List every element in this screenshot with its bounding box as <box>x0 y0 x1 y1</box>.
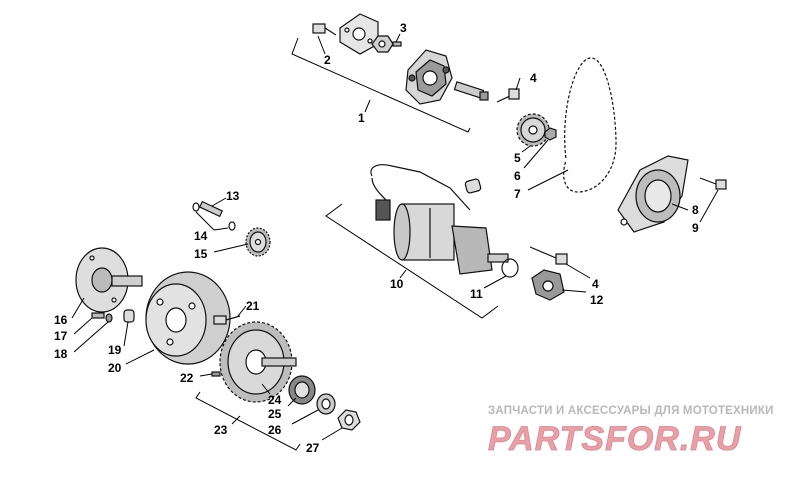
pump-cover-plate <box>339 13 379 55</box>
side-cover-part-8 <box>617 155 689 233</box>
bolt-part-9 <box>699 177 727 190</box>
callout-5: 5 <box>514 151 521 165</box>
callout-21: 21 <box>246 299 260 313</box>
callout-8: 8 <box>692 203 699 217</box>
callout-26: 26 <box>268 423 282 437</box>
callout-15: 15 <box>194 247 208 261</box>
pump-body <box>405 49 453 105</box>
bearing-part-12 <box>531 269 565 301</box>
timing-chain-part-7 <box>562 57 618 194</box>
starter-motor-part-10 <box>370 164 509 275</box>
callout-13: 13 <box>226 189 240 203</box>
oil-pump-group <box>312 13 557 147</box>
pump-shaft <box>453 81 489 101</box>
roller-part-19 <box>123 309 135 323</box>
callout-23: 23 <box>214 423 228 437</box>
nut-part-27 <box>337 409 361 431</box>
leader-lines <box>71 33 719 451</box>
callout-4-upper: 4 <box>530 71 537 85</box>
callout-25: 25 <box>268 407 282 421</box>
o-ring-part-11 <box>501 258 519 278</box>
key-part-22 <box>211 371 221 377</box>
bearing-part-25 <box>288 375 316 405</box>
sprocket-part-5 <box>516 113 550 147</box>
callout-10: 10 <box>390 277 404 291</box>
callout-3: 3 <box>400 21 407 35</box>
callout-19: 19 <box>108 343 122 357</box>
screw-part-17 <box>91 312 105 319</box>
callout-20: 20 <box>108 361 122 375</box>
bolt-part-4-lower <box>529 246 568 265</box>
callout-4-lower: 4 <box>592 277 599 291</box>
flywheel-part-20 <box>145 271 231 365</box>
callout-24: 24 <box>268 393 282 407</box>
stator-plate-part-16 <box>75 247 143 313</box>
idler-gear-part-15 <box>245 227 271 257</box>
bolt-part-2 <box>312 23 337 36</box>
callout-27: 27 <box>306 441 320 455</box>
callout-18: 18 <box>54 347 68 361</box>
starter-gear-part-24 <box>219 321 297 403</box>
pin-part-3 <box>392 41 402 47</box>
washer-part-26 <box>316 393 336 415</box>
callout-2: 2 <box>324 53 331 67</box>
shaft-part-13 <box>198 200 224 218</box>
callout-labels: 1 2 3 4 5 6 7 8 9 10 4 11 12 13 14 15 16… <box>54 21 699 455</box>
watermark-tagline: ЗАПЧАСТИ И АКСЕССУАРЫ ДЛЯ МОТОТЕХНИКИ <box>488 405 774 417</box>
callout-12: 12 <box>590 293 604 307</box>
callout-9: 9 <box>692 221 699 235</box>
callout-6: 6 <box>514 169 521 183</box>
clip-part-14-b <box>228 221 236 231</box>
callout-1: 1 <box>358 111 365 125</box>
callout-16: 16 <box>54 313 68 327</box>
bolt-part-21 <box>213 315 241 325</box>
callout-7: 7 <box>514 187 521 201</box>
clip-part-14-a <box>192 202 200 212</box>
callout-17: 17 <box>54 329 68 343</box>
nut-part-6 <box>544 127 557 141</box>
pin-part-18 <box>105 313 113 323</box>
callout-22: 22 <box>180 371 194 385</box>
bolt-part-4-upper <box>496 88 520 103</box>
callout-11: 11 <box>470 287 483 301</box>
watermark-logo: PARTSFOR.RU <box>488 420 742 458</box>
callout-14: 14 <box>194 229 208 243</box>
